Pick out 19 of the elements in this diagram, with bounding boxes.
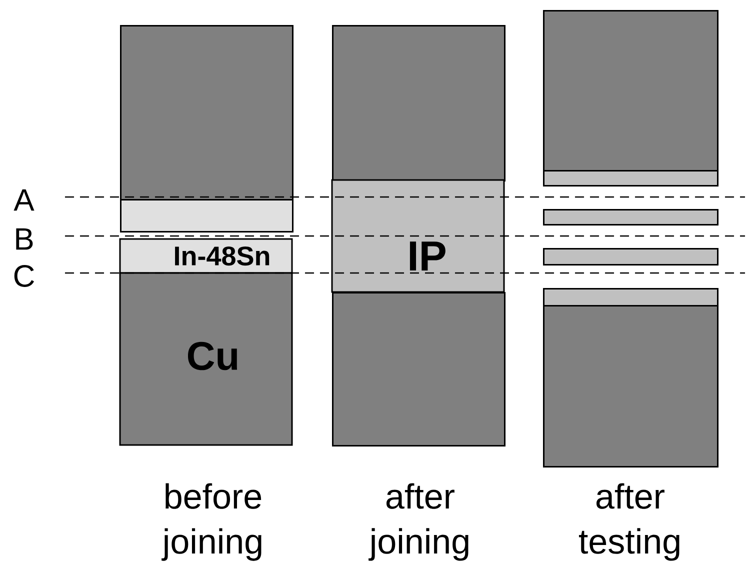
line-label: C — [14, 265, 34, 287]
solder-layer: In-48Sn — [119, 238, 293, 274]
copper-block — [332, 25, 506, 182]
caption: after joining — [368, 483, 468, 561]
line-label: A — [14, 189, 34, 211]
copper-block — [120, 25, 294, 200]
caption: before joining — [162, 483, 262, 561]
interlayer-strip — [543, 248, 718, 266]
copper-block: Cu — [119, 272, 293, 446]
solder-layer — [120, 199, 294, 232]
caption: after testing — [578, 483, 680, 561]
copper-block — [543, 10, 718, 172]
interlayer-strip — [543, 170, 718, 186]
interlayer-strip — [543, 209, 718, 226]
interlayer-strip — [543, 288, 718, 306]
copper-block — [543, 305, 718, 468]
copper-block — [332, 292, 506, 446]
interlayer-block: IP — [331, 179, 505, 293]
line-label: B — [16, 228, 33, 250]
